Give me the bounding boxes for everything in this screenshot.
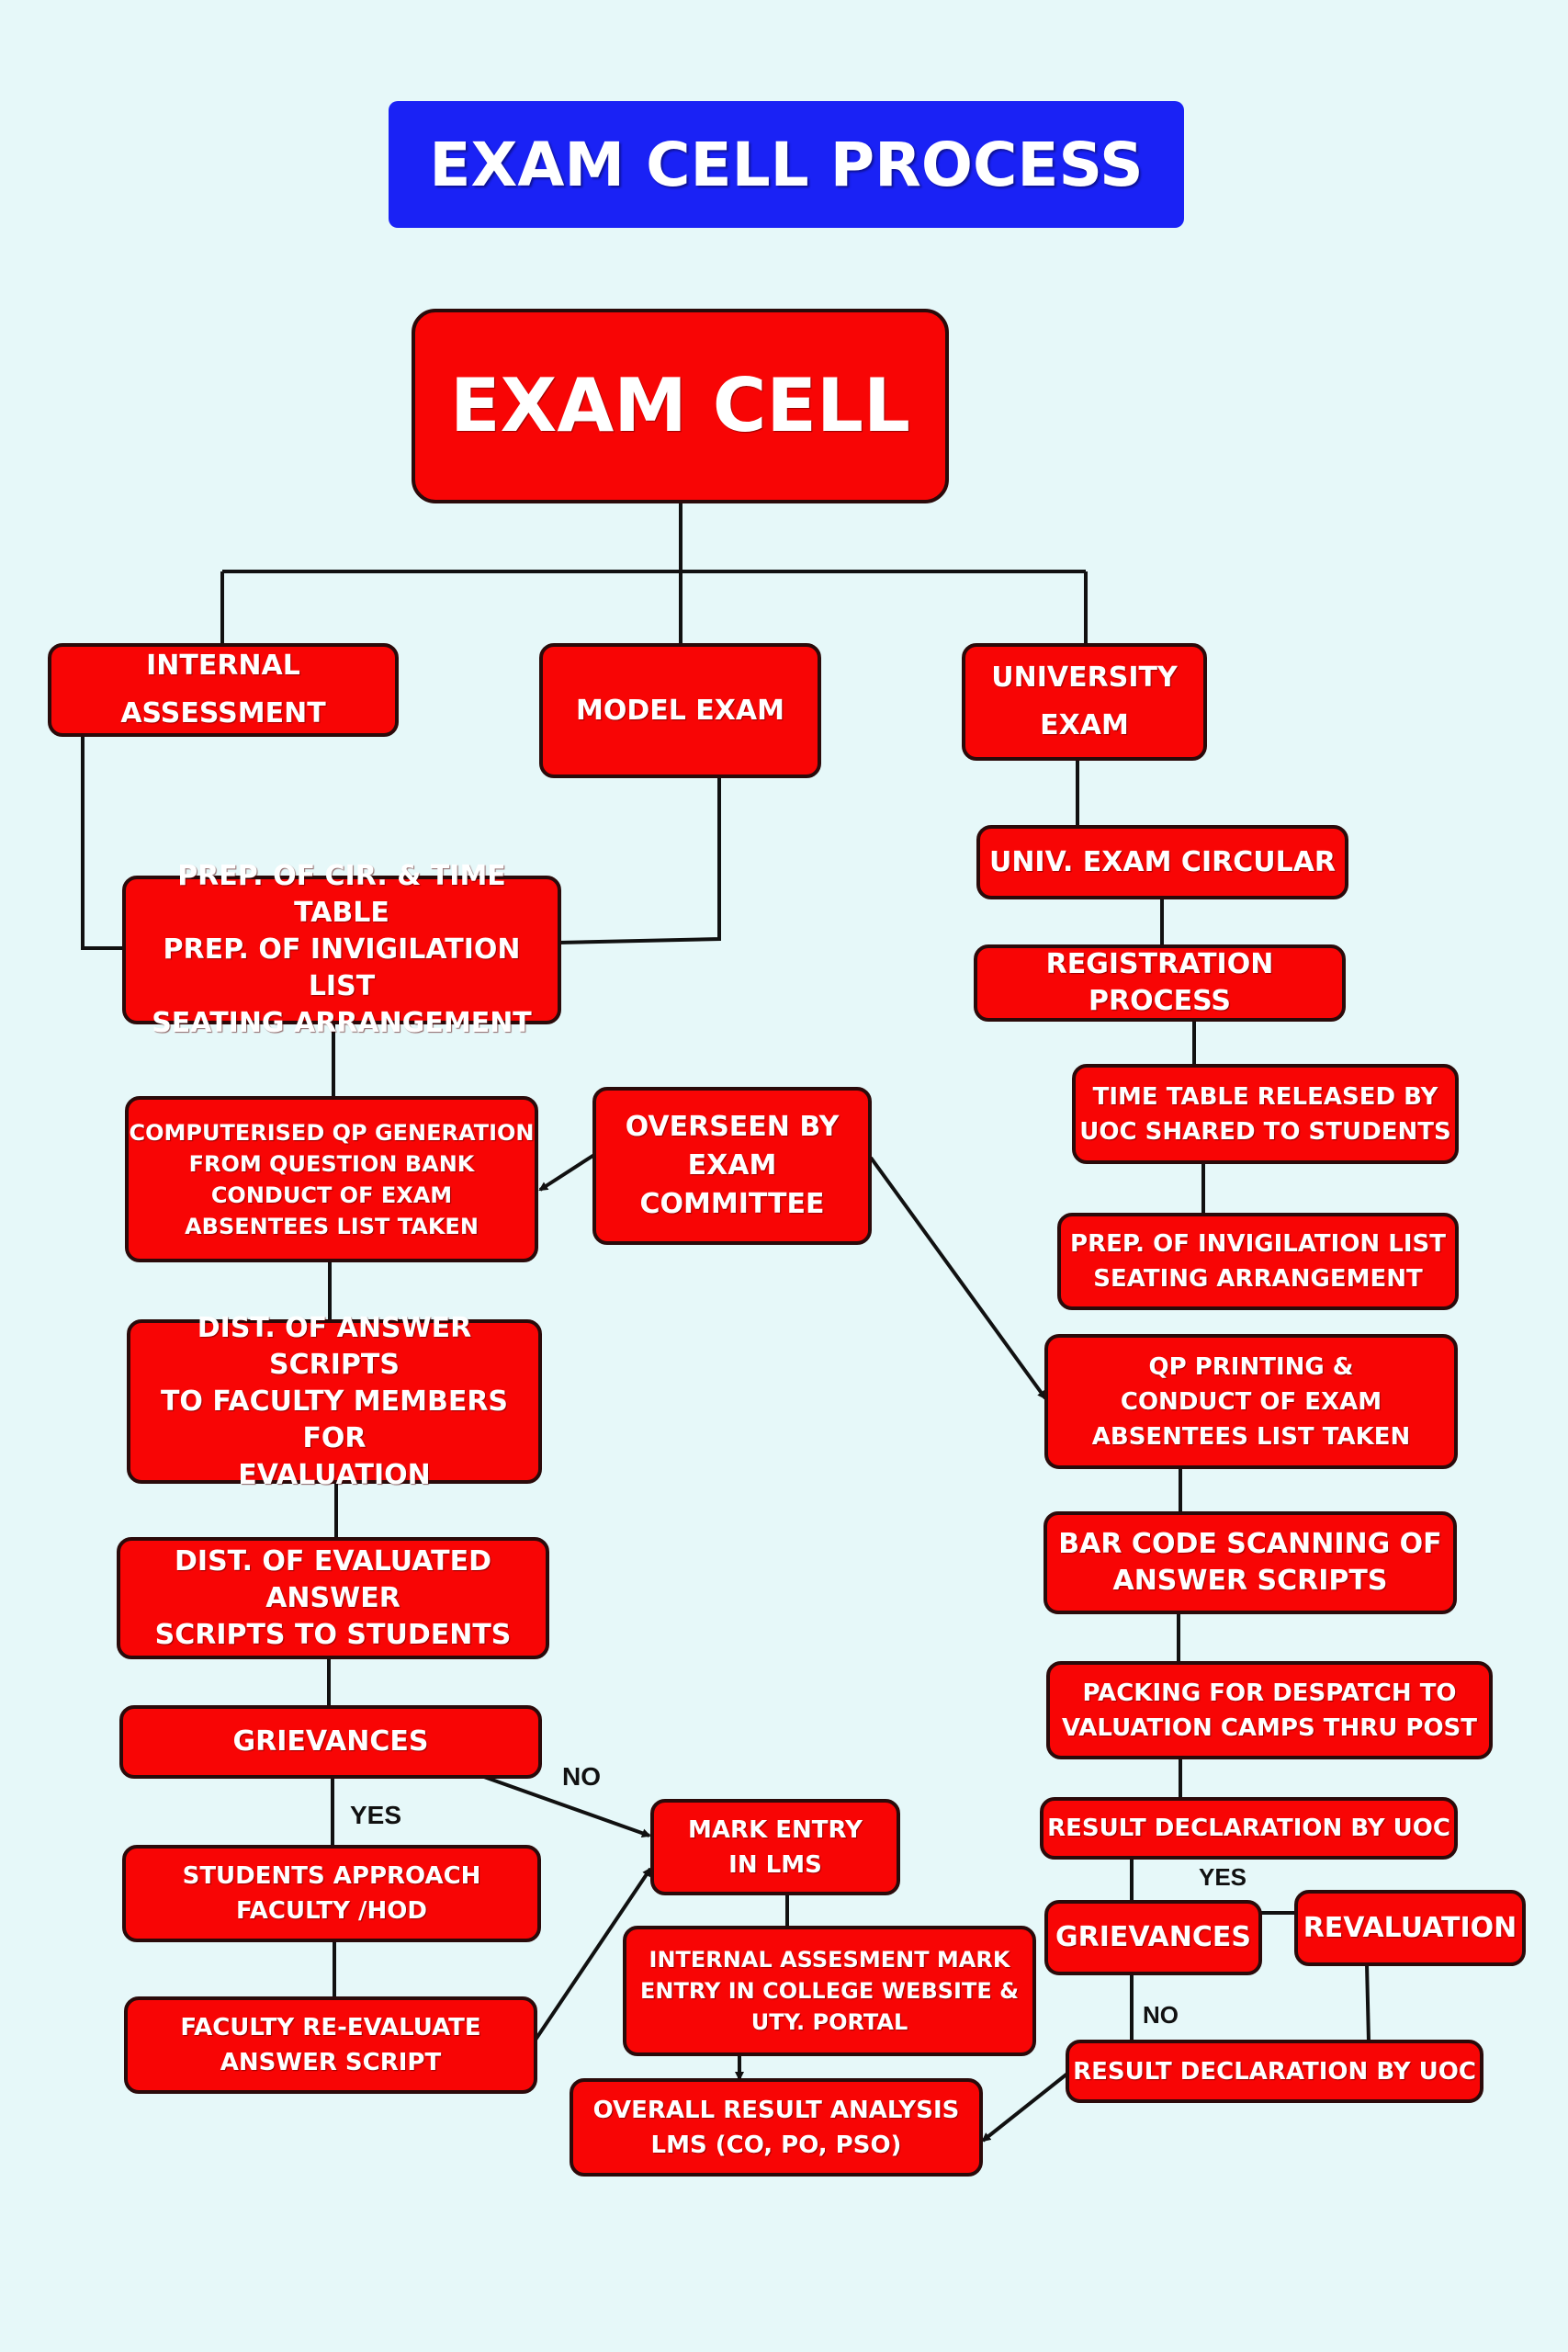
label-no-left: NO — [562, 1762, 601, 1791]
node-result-declaration-2: RESULT DECLARATION BY UOC — [1066, 2040, 1483, 2103]
node-qp-generation: COMPUTERISED QP GENERATION FROM QUESTION… — [125, 1096, 538, 1262]
node-internal-mark-entry: INTERNAL ASSESMENT MARK ENTRY IN COLLEGE… — [623, 1926, 1036, 2056]
node-bar-code-scanning: BAR CODE SCANNING OF ANSWER SCRIPTS — [1043, 1511, 1457, 1614]
node-mark-entry-lms: MARK ENTRY IN LMS — [650, 1799, 900, 1895]
node-revaluation: REVALUATION — [1294, 1890, 1526, 1966]
node-dist-answer-scripts: DIST. OF ANSWER SCRIPTS TO FACULTY MEMBE… — [127, 1312, 542, 1491]
connector-revaluation-to-result2 — [1365, 1963, 1371, 2042]
node-overall-result-analysis: OVERALL RESULT ANALYSIS LMS (CO, PO, PSO… — [570, 2078, 983, 2177]
node-students-approach: STUDENTS APPROACH FACULTY /HOD — [122, 1845, 541, 1942]
node-prep-invigilation-right: PREP. OF INVIGILATION LIST SEATING ARRAN… — [1057, 1213, 1459, 1310]
node-prep-circular: PREP. OF CIR. & TIME TABLE PREP. OF INVI… — [122, 860, 561, 1039]
node-dist-evaluated-scripts: DIST. OF EVALUATED ANSWER SCRIPTS TO STU… — [117, 1537, 549, 1659]
node-faculty-reevaluate: FACULTY RE-EVALUATE ANSWER SCRIPT — [124, 1996, 537, 2094]
node-registration-process: REGISTRATION PROCESS — [974, 944, 1346, 1022]
node-grievances-right: GRIEVANCES — [1044, 1900, 1262, 1975]
node-university-exam: UNIVERSITY EXAM — [962, 643, 1207, 761]
node-internal-assessment: INTERNAL ASSESSMENT — [48, 643, 399, 737]
arrow-overseen-to-qpprint — [869, 1156, 1047, 1400]
node-overseen-exam-committee: OVERSEEN BY EXAM COMMITTEE — [592, 1087, 872, 1245]
node-exam-cell: EXAM CELL — [412, 309, 949, 503]
node-univ-exam-circular: UNIV. EXAM CIRCULAR — [976, 825, 1348, 899]
node-qp-printing: QP PRINTING & CONDUCT OF EXAM ABSENTEES … — [1044, 1334, 1458, 1469]
arrow-result2-to-overall — [981, 2072, 1069, 2143]
node-time-table-released: TIME TABLE RELEASED BY UOC SHARED TO STU… — [1072, 1064, 1459, 1164]
node-model-exam: MODEL EXAM — [539, 643, 821, 778]
arrow-grievances-no-to-mark — [483, 1775, 651, 1838]
node-grievances-left: GRIEVANCES — [119, 1705, 542, 1779]
connector-internal-to-prep — [81, 735, 125, 950]
label-yes-right: YES — [1199, 1863, 1247, 1891]
arrow-overseen-to-qp — [538, 1151, 599, 1192]
node-packing-despatch: PACKING FOR DESPATCH TO VALUATION CAMPS … — [1046, 1661, 1493, 1759]
label-no-right: NO — [1143, 2001, 1179, 2029]
connector-model-to-prep — [558, 776, 721, 944]
label-yes-left: YES — [350, 1801, 402, 1829]
page-title: EXAM CELL PROCESS — [389, 101, 1184, 228]
node-result-declaration-1: RESULT DECLARATION BY UOC — [1040, 1797, 1458, 1860]
arrow-faculty-to-mark — [534, 1867, 652, 2041]
